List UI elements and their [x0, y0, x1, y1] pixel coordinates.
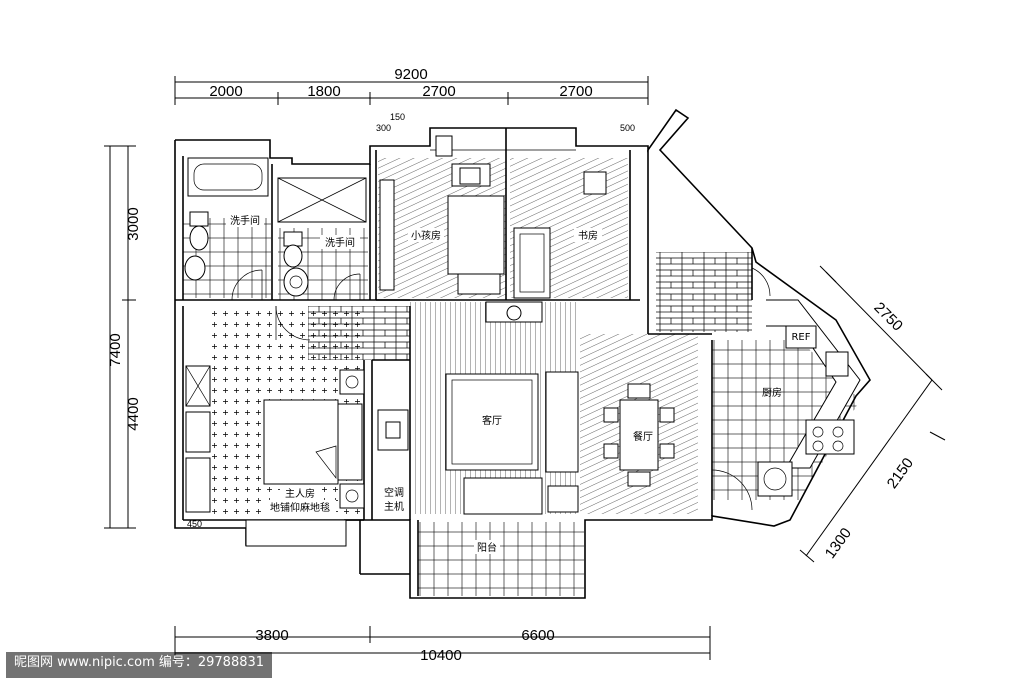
- dim-left-2: 4400: [125, 397, 142, 430]
- dim-top-3: 2700: [422, 83, 455, 100]
- study-lamp: [435, 135, 453, 157]
- wardrobe-small: [379, 179, 395, 291]
- small-bedroom-desk: [451, 163, 491, 187]
- armchair: [547, 485, 579, 513]
- dim-right-1: 2750: [870, 299, 906, 335]
- dim-top-1: 2000: [209, 83, 242, 100]
- dim-top-2: 1800: [307, 83, 340, 100]
- bottom-dimension-lines: 3800 6600 10400: [174, 626, 711, 664]
- sofa-main: [545, 371, 579, 473]
- label-ac-1: 空调: [384, 486, 404, 499]
- coffee-table: [445, 373, 539, 471]
- inner-walls: [175, 128, 753, 521]
- kitchen-floor: [712, 340, 860, 500]
- label-small-bedroom: 小孩房: [411, 229, 441, 242]
- room-labels: 洗手间 洗手间 小孩房 书房 客厅 餐厅 厨房 REF 主人房 地铺仰麻地毯 空…: [226, 213, 811, 554]
- label-master-bedroom: 主人房: [285, 487, 315, 500]
- label-dining: 餐厅: [633, 430, 653, 443]
- outer-walls: [174, 108, 871, 599]
- study-sofa: [513, 227, 551, 299]
- dim-bottom-1: 3800: [255, 627, 288, 644]
- label-bath-1: 洗手间: [230, 214, 260, 227]
- left-dimension-lines: 7400 3000 4400: [104, 145, 142, 529]
- master-bed: [263, 399, 363, 485]
- label-fridge: REF: [791, 332, 810, 343]
- balcony-outline: [359, 520, 419, 596]
- hall-floor: [308, 306, 410, 360]
- dim-right-2: 2150: [884, 455, 917, 492]
- dim-left-total: 7400: [107, 333, 124, 366]
- dim-bottom-total: 10400: [420, 647, 462, 664]
- washing-machine: [757, 461, 793, 497]
- dim-note-500: 500: [620, 123, 635, 133]
- toilet-2: [283, 231, 303, 268]
- label-living-room: 客厅: [482, 414, 502, 427]
- label-study: 书房: [578, 229, 598, 242]
- dim-note-300: 300: [376, 123, 391, 133]
- dim-note-150: 150: [390, 112, 405, 122]
- balcony-floor: [418, 522, 584, 596]
- master-wardrobe: [185, 365, 211, 513]
- label-bath-2: 洗手间: [325, 236, 355, 249]
- nightstand-bottom: [339, 483, 365, 509]
- dim-right-3: 1300: [822, 525, 855, 562]
- master-window: [245, 519, 347, 547]
- doors: [231, 267, 771, 511]
- nightstand-top: [339, 369, 365, 395]
- sink-1: [184, 255, 206, 281]
- watermark-banner: 昵图网 www.nipic.com 编号：29788831: [6, 652, 273, 678]
- dim-top-4: 2700: [559, 83, 592, 100]
- small-bedroom-bed: [447, 195, 505, 295]
- dim-left-1: 3000: [125, 207, 142, 240]
- top-dimension-lines: 9200 2000 1800 2700 2700: [174, 66, 649, 105]
- dining-table: [603, 383, 675, 487]
- sofa-bottom: [463, 477, 543, 515]
- small-dimension-notes: 150 300 500 450: [187, 112, 635, 529]
- tv-cabinet: [485, 301, 543, 323]
- label-master-carpet: 地铺仰麻地毯: [270, 501, 330, 514]
- refrigerator: [785, 325, 817, 349]
- label-ac-2: 主机: [384, 500, 404, 513]
- shower: [277, 177, 367, 223]
- sink-2: [283, 267, 309, 297]
- study-desk-chair: [583, 171, 607, 195]
- dim-top-total: 9200: [394, 66, 427, 83]
- label-balcony: 阳台: [477, 541, 497, 554]
- label-kitchen: 厨房: [762, 386, 782, 399]
- ac-unit: [377, 409, 409, 451]
- entry-floor: [656, 252, 752, 332]
- toilet-1: [189, 211, 209, 251]
- dim-bottom-2: 6600: [521, 627, 554, 644]
- bathtub: [187, 157, 269, 197]
- dim-note-450: 450: [187, 519, 202, 529]
